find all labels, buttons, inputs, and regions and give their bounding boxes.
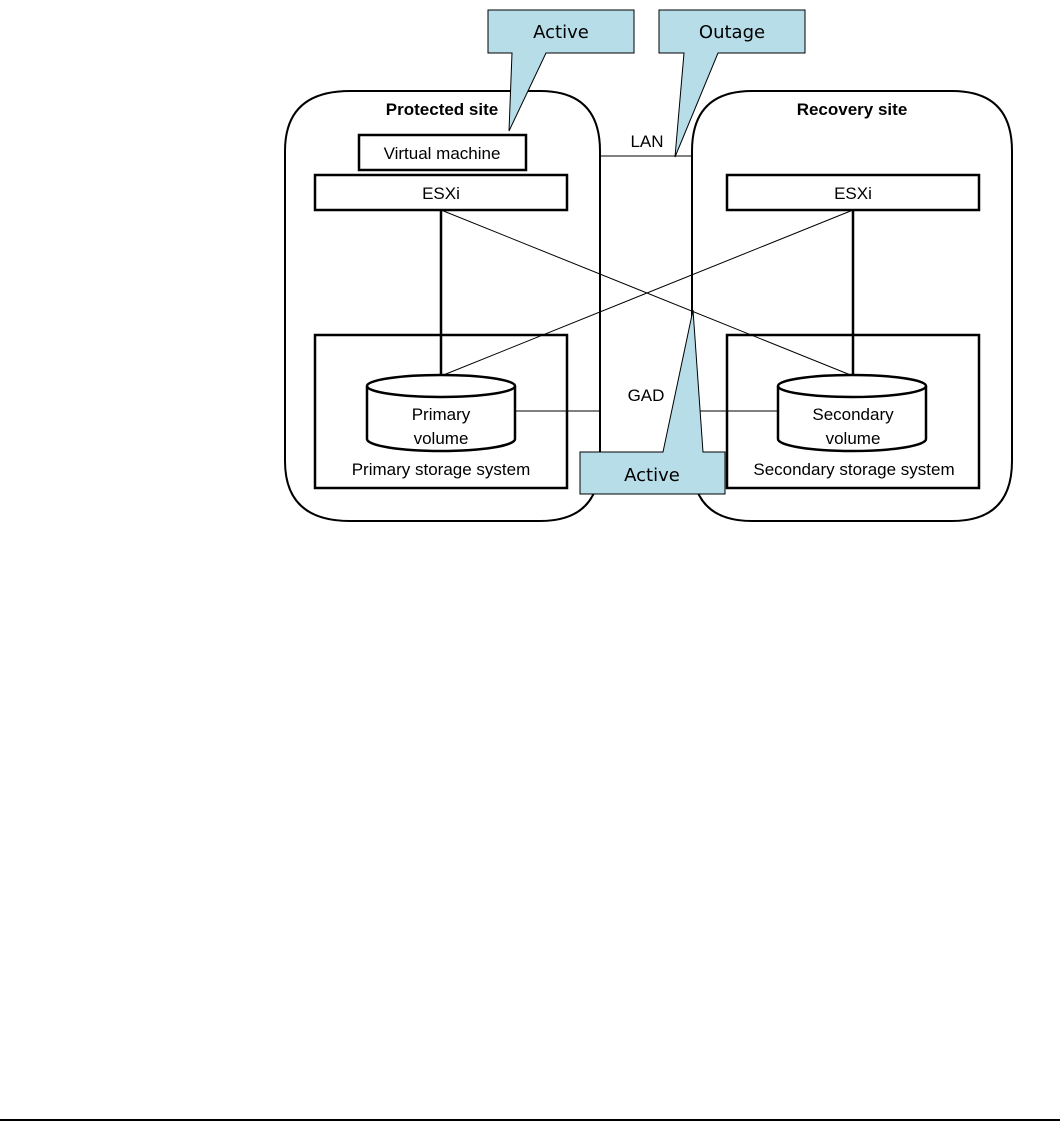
- protected-site-title: Protected site: [386, 100, 498, 119]
- secondary-volume-body: [776, 386, 928, 453]
- storage-status-callout: Active: [579, 309, 726, 495]
- vm-status-label: Active: [533, 22, 589, 43]
- secondary-volume-label-line2: volume: [826, 429, 881, 448]
- virtual-machine-label: Virtual machine: [384, 144, 501, 163]
- secondary-volume-cylinder: Secondary volume: [776, 373, 928, 453]
- storage-status-callout-shape: [579, 309, 726, 495]
- vm-status-callout-shape: [487, 9, 635, 132]
- lan-status-callout: Outage: [658, 9, 806, 158]
- esxi-primary-box: [313, 173, 569, 212]
- cross-link-secondary-esxi-to-primary-volume: [440, 209, 854, 377]
- primary-volume-body: [365, 386, 517, 453]
- vm-status-callout: Active: [487, 9, 635, 132]
- secondary-volume-top: [776, 373, 928, 399]
- primary-volume-top: [365, 373, 517, 399]
- esxi-secondary-box: [725, 173, 981, 212]
- lan-status-callout-shape: [658, 9, 806, 158]
- lan-status-label: Outage: [699, 22, 765, 43]
- gad-label: GAD: [628, 386, 665, 405]
- lan-label: LAN: [630, 132, 663, 151]
- recovery-site-title: Recovery site: [797, 100, 908, 119]
- primary-volume-label-line2: volume: [414, 429, 469, 448]
- virtual-machine-box: [357, 133, 528, 172]
- storage-status-label: Active: [624, 465, 680, 486]
- primary-volume-cylinder: Primary volume: [365, 373, 517, 453]
- esxi-primary-label: ESXi: [422, 184, 460, 203]
- primary-volume-label-line1: Primary: [412, 405, 471, 424]
- secondary-volume-label-line1: Secondary: [812, 405, 894, 424]
- esxi-secondary-label: ESXi: [834, 184, 872, 203]
- secondary-storage-label: Secondary storage system: [753, 460, 954, 479]
- primary-storage-label: Primary storage system: [352, 460, 531, 479]
